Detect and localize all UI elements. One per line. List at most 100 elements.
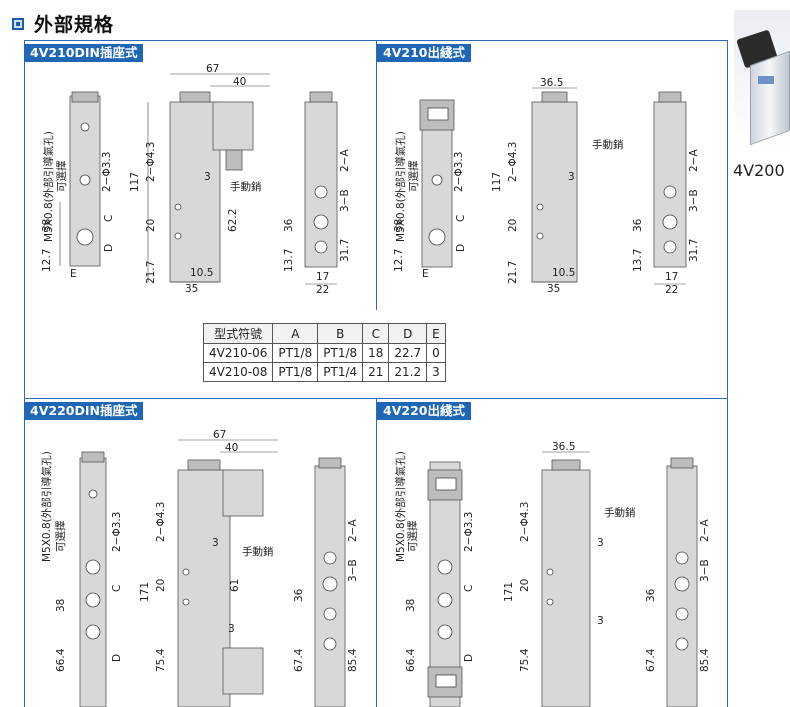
bullet-icon [12,17,24,30]
dim-171-2: 171 [503,582,515,602]
table-header-cell: A [272,323,319,344]
manual-pin-label-4: 手動銷 [604,506,636,519]
table-header-cell: C [362,323,390,344]
dim-31-7-2: 31.7 [688,239,700,262]
dim-phi43-2: 2−Φ4.3 [507,142,519,182]
dim-20-2: 20 [507,219,519,232]
dim-c-3: C [111,585,123,592]
table-header-row: 型式符號 A B C D E [202,323,446,344]
product-model: 4V200 [733,161,785,180]
dim-phi43: 2−Φ4.3 [145,142,157,182]
dim-38-2: 38 [393,219,405,232]
dim-171: 171 [139,582,151,602]
dim-3-3: 3 [212,537,219,549]
dim-d-4: D [463,654,475,662]
dim-31-7: 31.7 [339,239,351,262]
dim-85-4-2: 85.4 [699,648,711,672]
section-label-4v220-din: 4V220DIN插座式 [24,402,144,420]
manual-pin-label-2: 手動銷 [592,138,624,151]
dim-38-3: 38 [55,599,67,612]
table-cell: 0 [426,343,446,363]
spec-table: 型式符號 A B C D E 4V210-06 PT1/8 PT1/8 18 2… [202,323,446,382]
dim-breather: 可選擇 [55,161,68,193]
dim-3-2: 3 [568,171,575,183]
dim-40: 40 [233,76,246,88]
dim-12-7: 12.7 [41,249,53,272]
dim-breather-4: 可選擇 [406,521,419,553]
dim-36-5-2: 36.5 [552,441,575,453]
table-cell: PT1/4 [317,362,364,382]
section-heading: 外部規格 [12,10,114,37]
table-header-cell: E [426,323,446,344]
product-photo [734,10,790,150]
dim-hole-phi33: 2−Φ3.3 [101,152,113,192]
dim-36-2: 36 [632,218,644,232]
table-cell: 21.2 [388,362,428,382]
dim-e: E [70,268,77,280]
dim-17-2: 17 [665,271,678,283]
frame-divider-vertical-bottom [376,398,377,707]
frame-divider-vertical-top [376,40,377,310]
dim-c: C [103,215,115,222]
dim-e-2: E [422,268,429,280]
dim-d-2: D [455,244,467,252]
dim-67-3: 67 [213,429,226,441]
dim-3-b-2: 3−B [688,189,700,212]
dim-21-7: 21.7 [145,261,157,284]
dim-3-5: 3 [597,537,604,549]
dim-62-2: 62.2 [227,209,239,232]
dim-66-4-2: 66.4 [405,648,417,672]
table-row: 4V210-08 PT1/8 PT1/4 21 21.2 3 [202,362,446,382]
table-cell: 22.7 [388,343,428,363]
table-cell: 21 [362,362,390,382]
dim-36-5: 36.5 [540,77,563,89]
dim-10-5-2: 10.5 [552,267,575,279]
drawing-4v210-wire: M5X0.8(外部引導氣孔) 可選擇 2−Φ3.3 38 12.7 C D E … [393,77,700,296]
dim-d: D [103,244,115,252]
table-header-cell: 型式符號 [202,323,274,344]
drawing-4v220-din: M5X0.8(外部引導氣孔) 可選擇 2−Φ3.3 38 66.4 C D 67… [40,429,359,707]
dim-12-7-2: 12.7 [393,249,405,272]
dim-117-2: 117 [491,172,503,192]
table-row: 4V210-06 PT1/8 PT1/8 18 22.7 0 [202,343,446,363]
dim-67-4-2: 67.4 [645,648,657,672]
dim-3-b-3: 3−B [347,559,359,582]
dim-breather-3: 可選擇 [54,521,67,553]
dim-c-2: C [455,215,467,222]
dim-hole-phi33-4: 2−Φ3.3 [463,512,475,552]
table-cell: 4V210-06 [202,343,274,363]
dim-67-4: 67.4 [293,648,305,672]
dim-2-a-4: 2−A [699,519,711,542]
dim-m5-note-2: M5X0.8(外部引導氣孔) [394,131,407,242]
dim-3-b: 3−B [339,189,351,212]
dim-10-5: 10.5 [190,267,213,279]
dim-40-3: 40 [225,442,238,454]
table-cell: 4V210-08 [202,362,274,382]
dim-breather-2: 可選擇 [407,161,420,193]
dim-117: 117 [129,172,141,192]
dim-75-4-2: 75.4 [519,648,531,672]
manual-pin-label: 手動銷 [230,180,262,193]
dim-17: 17 [316,271,329,283]
dim-2-a-2: 2−A [688,149,700,172]
table-cell: PT1/8 [272,343,319,363]
dim-phi43-3: 2−Φ4.3 [155,502,167,542]
dim-m5-note-4: M5X0.8(外部引導氣孔) [394,451,407,562]
dim-22: 22 [316,284,329,296]
section-label-4v210-wire: 4V210出綫式 [377,44,471,62]
dim-m5-note: M5X0.8(外部引導氣孔) [42,131,55,242]
table-header-cell: B [317,323,364,344]
dim-3-b-4: 3−B [699,559,711,582]
dim-75-4: 75.4 [155,648,167,672]
dim-35: 35 [185,283,198,295]
table-header-cell: D [388,323,428,344]
dim-3: 3 [204,171,211,183]
table-cell: PT1/8 [272,362,319,382]
page-title: 外部規格 [34,14,115,36]
dim-13-7: 13.7 [283,249,295,272]
dim-hole-phi33-2: 2−Φ3.3 [453,152,465,192]
dim-38: 38 [41,219,53,232]
dim-21-7-2: 21.7 [507,261,519,284]
drawing-4v210-din: M5X0.8(外部引導氣孔) 可選擇 2−Φ3.3 38 12.7 C D E … [41,63,351,296]
dim-36-3: 36 [293,588,305,602]
